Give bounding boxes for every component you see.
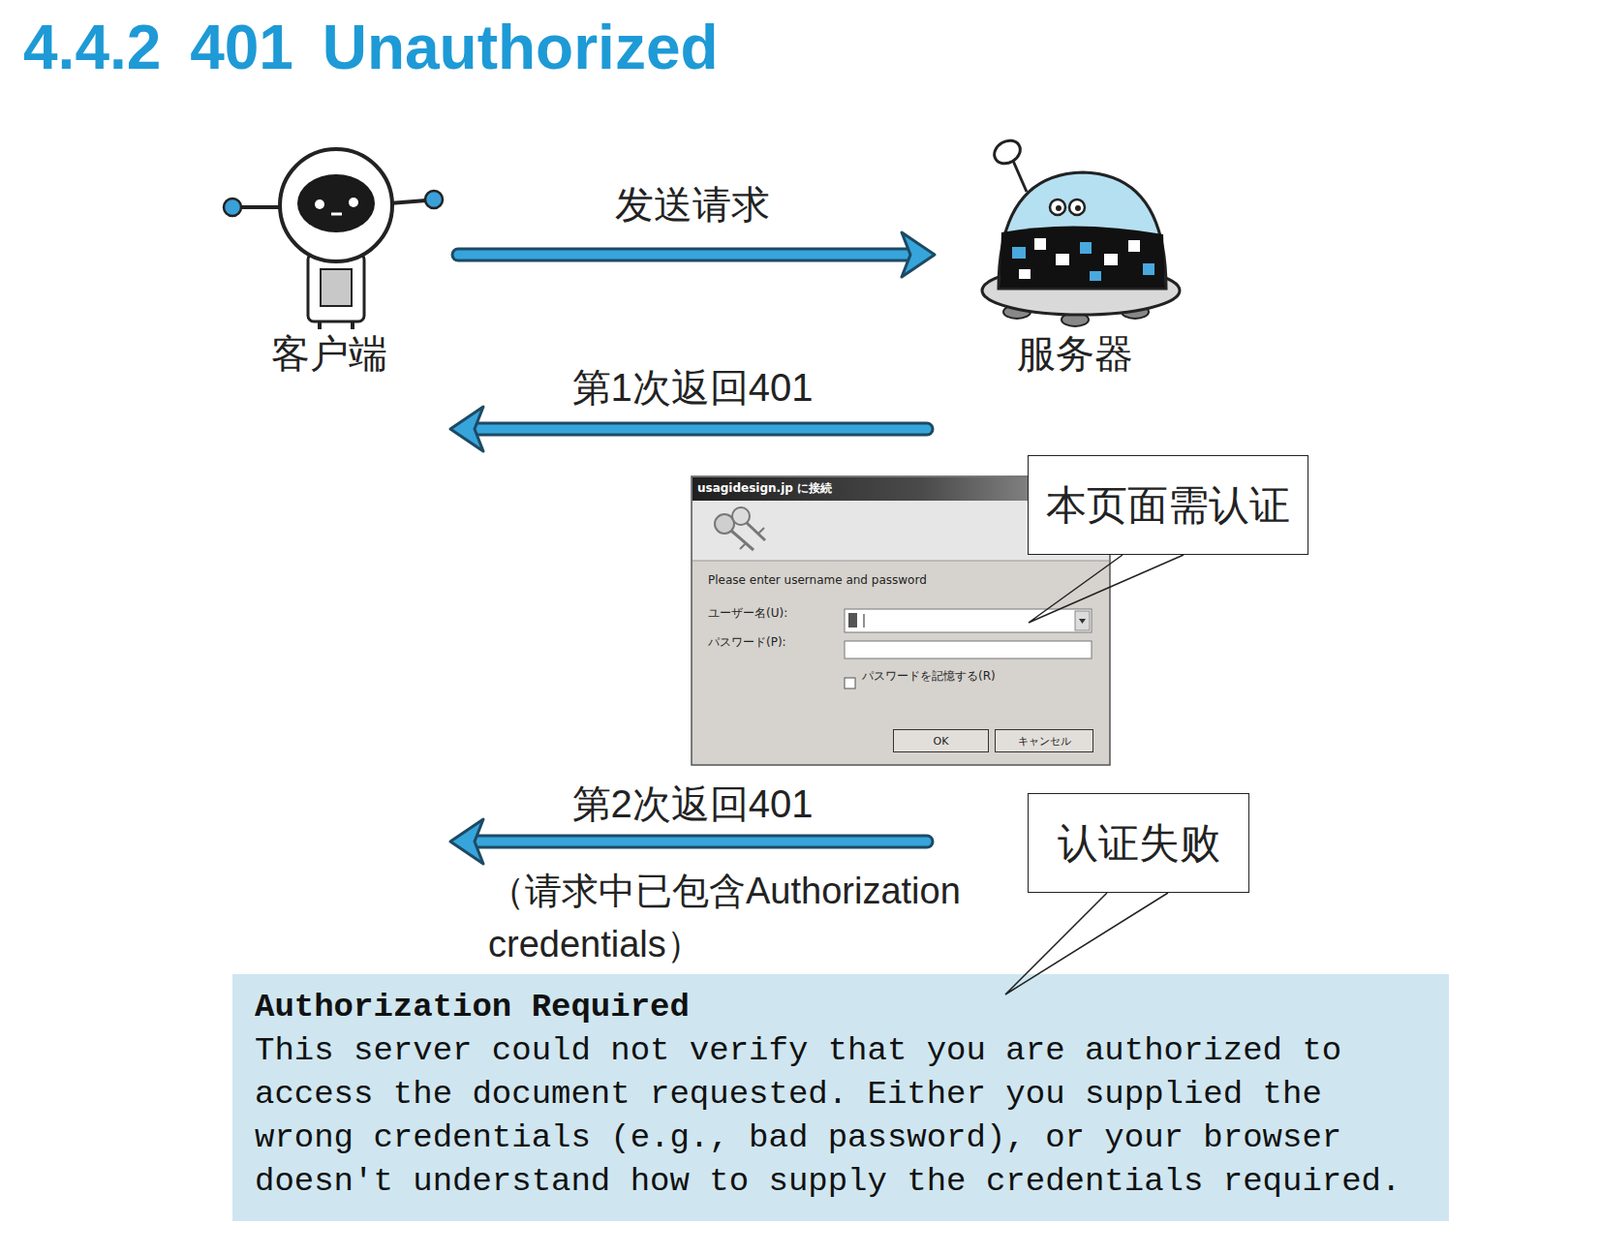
dialog-separator [692,560,1109,562]
robot-light [1055,253,1070,266]
message-ground [232,974,1449,1222]
robot-pupil [1055,205,1062,212]
username-field [844,609,1092,633]
dropdown-arrow [1078,618,1086,624]
dialog-title: usagidesign.jp に接続 [697,481,832,495]
arrow-note: （请求中已包含Authorization credentials） [488,864,1016,972]
robot-light [1089,271,1102,281]
server-robot [982,135,1180,327]
callout-pointer [1005,892,1169,995]
arrow-outline [473,834,927,850]
arrow-outline [473,422,927,437]
robot-head [279,149,393,262]
checkbox [844,677,856,689]
arrow-outline [458,247,912,263]
password-field [844,641,1092,659]
robot-arm [389,200,427,204]
arrow-connector [458,232,935,277]
robot-eye [348,197,359,208]
arrow-label: 第1次返回401 [566,364,820,411]
robot-mouth [331,213,342,216]
arrow-connector [450,406,927,452]
callout-box: 本页面需认证 [1027,455,1309,555]
checkbox-label: パスワードを記憶する(R) [861,669,996,683]
dialog-button: キャンセル [994,729,1094,753]
dialog-prompt: Please enter username and password [707,573,927,587]
arrowhead [901,232,935,277]
node-label: 客户端 [271,330,388,377]
robot-hand [223,198,242,216]
key-icon [732,507,750,525]
node-label: 本页面需认证 [1046,481,1291,530]
robot-pupil [1075,205,1081,212]
arrowhead [450,819,484,864]
field-label: ユーザー名(U): [707,606,788,620]
robot-antenna [1013,160,1027,192]
error-message-box: Authorization RequiredThis server could … [232,974,1449,1216]
key-icon [739,543,746,550]
robot-light [1079,242,1092,254]
key-icon [758,527,765,534]
callout-box: 认证失败 [1027,793,1250,893]
robot-light [1142,263,1155,276]
callout-pointer [1028,554,1184,623]
message-heading: Authorization Required [254,985,1427,1030]
text-cursor [863,614,865,628]
arrow-shaft [473,837,927,847]
robot-panel [320,269,352,307]
antenna-dish [989,135,1024,168]
node-label: 服务器 [1016,330,1134,377]
robot-leg [317,321,322,330]
robot-eye [1069,199,1085,216]
robot-light [1018,269,1031,279]
node-label: 认证失败 [1057,819,1221,868]
arrow-shaft [458,250,912,260]
arrowhead [450,406,484,452]
arrow-shaft [473,425,927,434]
figure-title: 4.4.2 401 Unauthorized [23,11,719,84]
robot-band [999,225,1166,288]
robot-light [1104,253,1118,266]
robot-light [1128,240,1140,252]
arrow-label: 发送请求 [609,181,776,228]
robot-light [1012,246,1026,259]
server-node: 服务器 [934,125,1216,383]
robot-hand [425,190,443,209]
user-icon [848,613,858,628]
robot-leg [350,321,355,330]
client-robot [223,149,443,330]
robot-dome [998,172,1167,289]
key-icon [746,523,766,541]
robot-eye [314,199,325,210]
arrow-label: 第2次返回401 [566,780,820,828]
field-label: パスワード(P): [707,635,787,649]
robot-eye [1049,199,1066,216]
robot-light [1034,238,1047,250]
robot-face [297,174,375,233]
robot-body [307,253,365,322]
node-label: OK [933,735,950,748]
dropdown-button [1075,611,1090,631]
client-node: 客户端 [208,145,451,383]
key-icon [731,530,754,551]
dialog-button: OK [892,729,989,753]
node-label: キャンセル [1017,735,1072,748]
robot-arm [241,205,283,210]
message-body: This server could not verify that you ar… [254,1029,1427,1204]
